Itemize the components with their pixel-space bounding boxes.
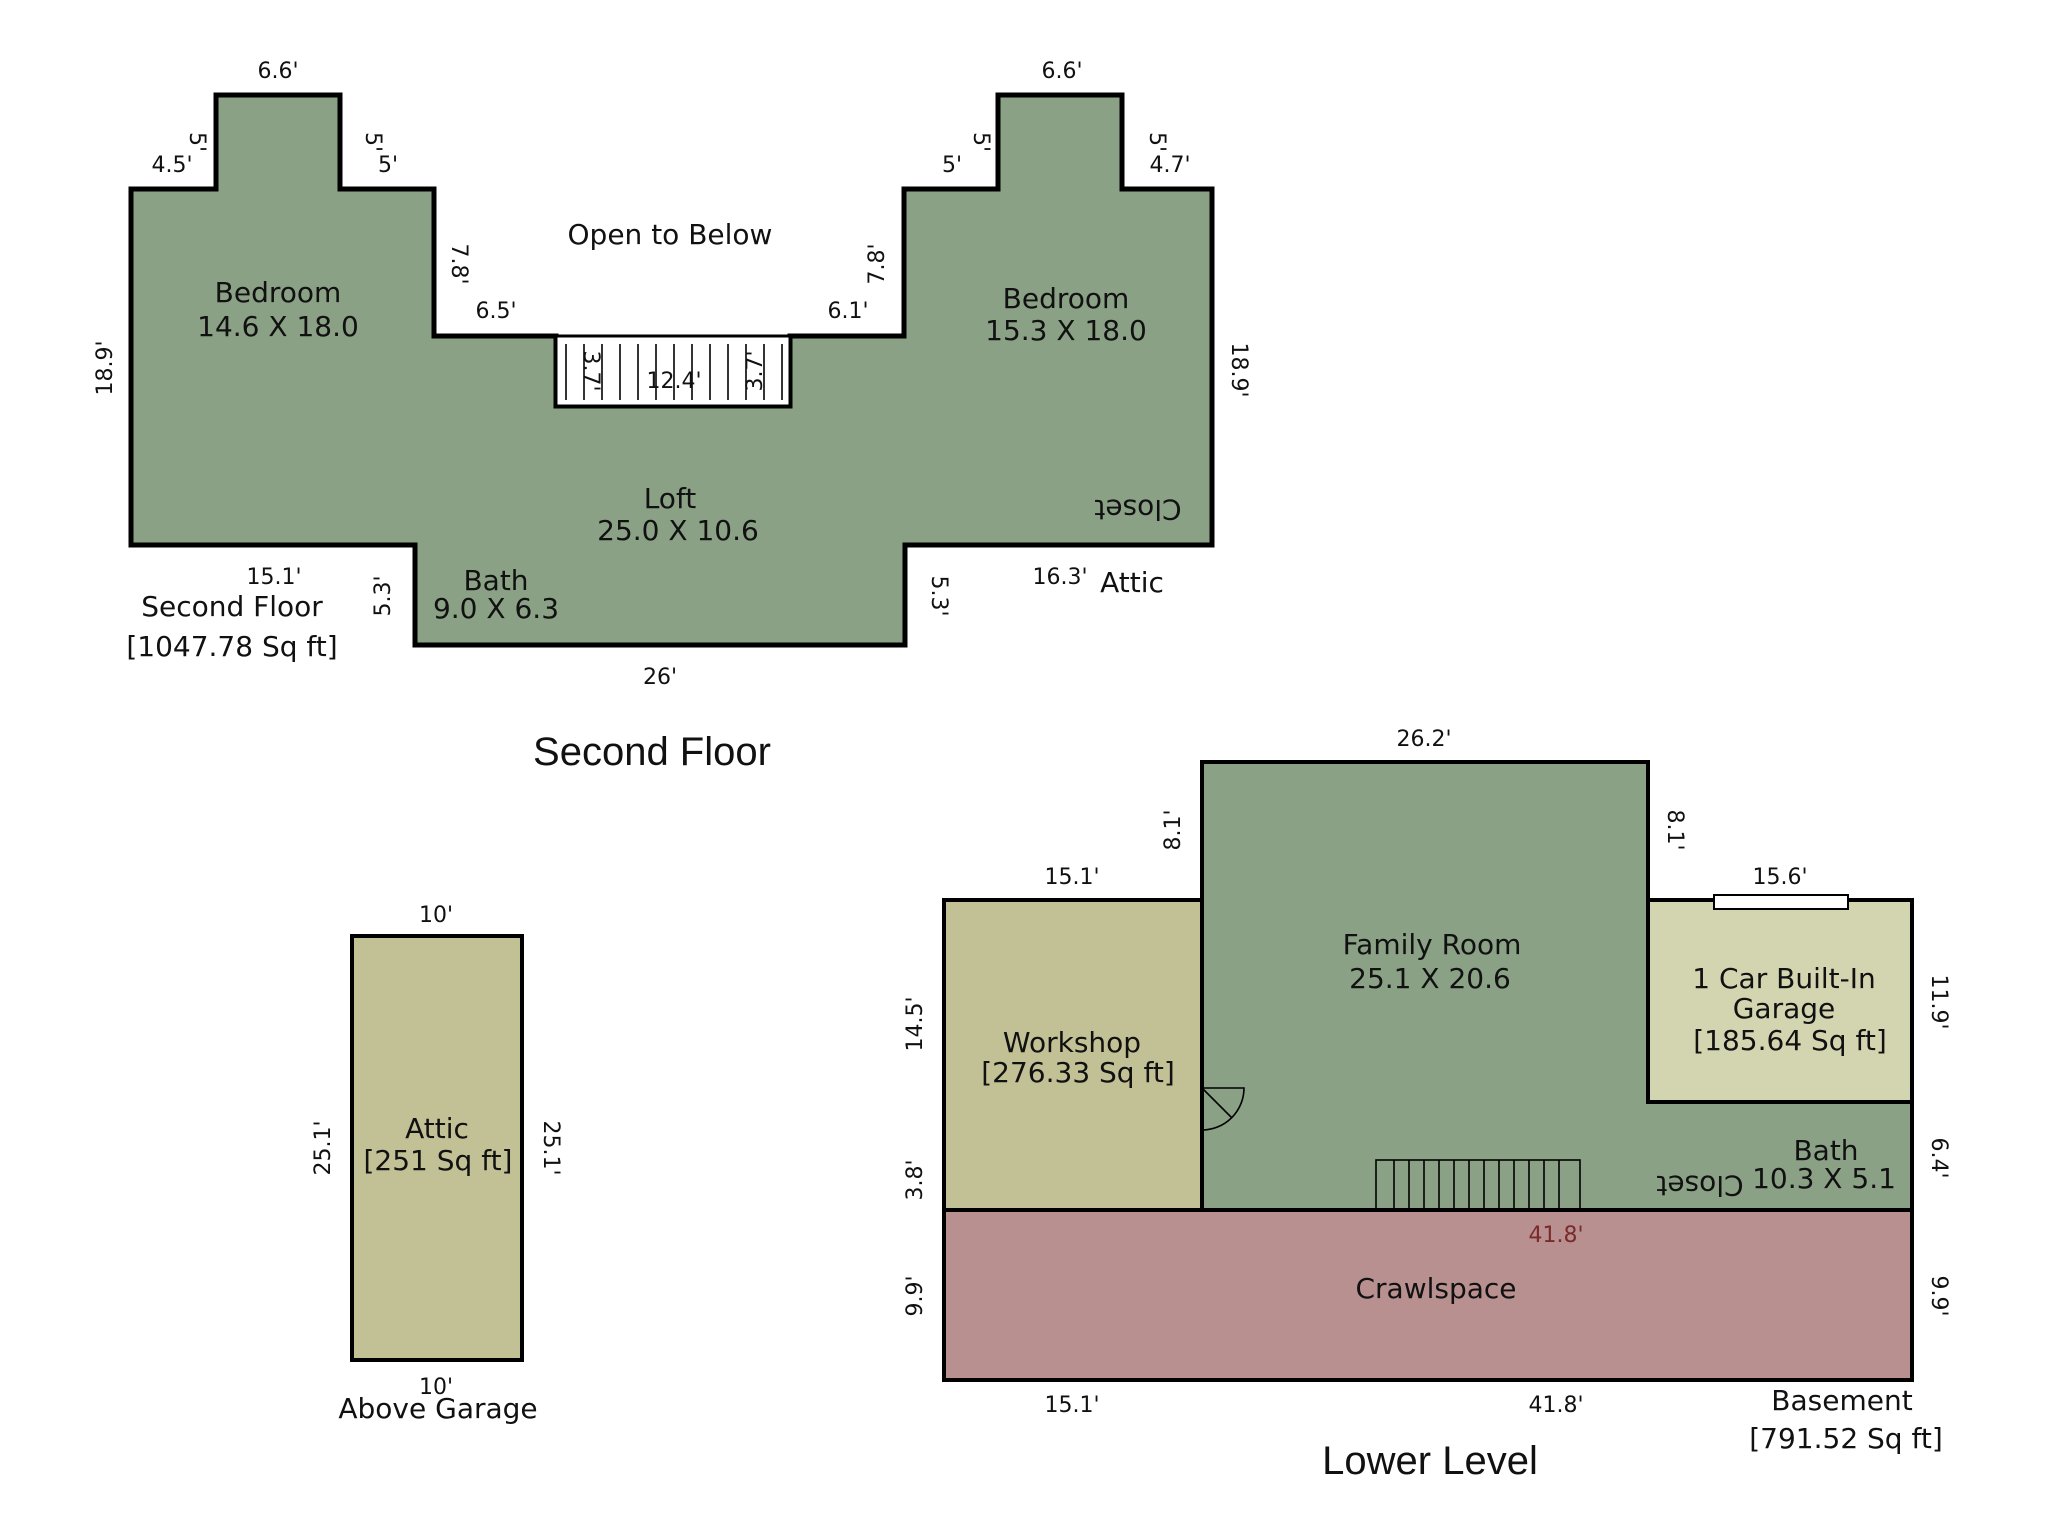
- dim-top-left-bump: 6.6': [257, 59, 298, 84]
- bath-name: Bath: [463, 564, 528, 597]
- bedroom-right-name: Bedroom: [1003, 282, 1130, 315]
- bedroom-right-size: 15.3 X 18.0: [985, 314, 1147, 347]
- second-floor-caption-name: Second Floor: [141, 590, 323, 623]
- dim-left-step: 4.5': [151, 153, 192, 178]
- second-floor-outline: [128, 92, 1215, 648]
- dim-attic-left: 25.1': [311, 1120, 336, 1175]
- second-floor-plan: Open to Below Bedroom 14.6 X 18.0 Bedroo…: [93, 59, 1251, 774]
- dim-right-height: 18.9': [1226, 342, 1251, 397]
- dim-attic-bottom: 10': [419, 1375, 453, 1400]
- dim-crawl-right: 9.9': [1926, 1275, 1951, 1316]
- dim-stair-right: 3.7': [743, 350, 768, 391]
- bedroom-left-name: Bedroom: [215, 276, 342, 309]
- open-to-below-label: Open to Below: [568, 218, 773, 251]
- dim-attic-right: 25.1': [538, 1120, 563, 1175]
- garage-name-line1: 1 Car Built-In: [1692, 962, 1875, 995]
- bedroom-left-size: 14.6 X 18.0: [197, 310, 359, 343]
- dim-workshop-top: 15.1': [1044, 865, 1099, 890]
- garage-room: [1646, 898, 1914, 1104]
- dim-right-inner-v: 5': [968, 132, 993, 152]
- attic-name: Attic: [405, 1112, 469, 1145]
- garage-name-line2: Garage: [1733, 992, 1836, 1025]
- dim-right-step: 4.7': [1149, 153, 1190, 178]
- dim-top-right-bump: 6.6': [1041, 59, 1082, 84]
- crawlspace-label: Crawlspace: [1355, 1272, 1516, 1305]
- basement-caption-area: [791.52 Sq ft]: [1749, 1422, 1943, 1455]
- dim-right-notch-h: 6.1': [827, 299, 868, 324]
- loft-name: Loft: [644, 482, 697, 515]
- basement-stair-treads: [1393, 1160, 1560, 1210]
- second-floor-caption-area: [1047.78 Sq ft]: [126, 630, 337, 663]
- basement-stair-frame: [1375, 1159, 1581, 1211]
- above-garage-plan: Attic [251 Sq ft] 10' 10' 25.1' 25.1' Ab…: [311, 903, 563, 1425]
- dim-left-notch-h: 6.5': [475, 299, 516, 324]
- dim-stair-left: 3.7': [578, 350, 603, 391]
- attic-area: [251 Sq ft]: [364, 1144, 513, 1177]
- dim-right-step-v: 5': [1144, 132, 1169, 152]
- dim-bath-right: 5.3': [926, 575, 951, 616]
- family-room-name: Family Room: [1343, 928, 1522, 961]
- lower-level-plan: Family Room 25.1 X 20.6 Workshop [276.33…: [903, 727, 1951, 1483]
- dim-right-inner-h: 5': [942, 153, 962, 178]
- dim-family-left-v: 8.1': [1161, 809, 1186, 850]
- dim-crawl-left: 9.9': [903, 1275, 928, 1316]
- crawlspace-room: [942, 1208, 1914, 1382]
- dim-bath-h: 6.4': [1926, 1137, 1951, 1178]
- family-room-size: 25.1 X 20.6: [1349, 962, 1511, 995]
- dim-workshop-h: 14.5': [903, 996, 928, 1051]
- dim-stair-width: 12.4': [646, 369, 701, 394]
- dim-right-notch-v: 7.8': [865, 243, 890, 284]
- dim-left-notch-v: 7.8': [446, 243, 471, 284]
- garage-door: [1713, 894, 1849, 910]
- lower-closet-label: Closet: [1656, 1169, 1743, 1202]
- workshop-area: [276.33 Sq ft]: [981, 1056, 1175, 1089]
- door-swing: [1201, 1087, 1245, 1131]
- lower-bath-size: 10.3 X 5.1: [1752, 1162, 1896, 1195]
- attic-room: [350, 934, 524, 1362]
- dim-bottom-left: 15.1': [1044, 1393, 1099, 1418]
- dim-bottom-right: 41.8': [1528, 1393, 1583, 1418]
- dim-garage-top: 15.6': [1752, 865, 1807, 890]
- dim-left-step-v: 5': [184, 132, 209, 152]
- dim-attic-top: 10': [419, 903, 453, 928]
- dim-family-top: 26.2': [1396, 727, 1451, 752]
- dim-left-inner-h: 5': [378, 153, 398, 178]
- dim-workshop-low: 3.8': [903, 1159, 928, 1200]
- dim-bottom: 26': [643, 665, 677, 690]
- dim-left-height: 18.9': [93, 340, 118, 395]
- dim-family-right-v: 8.1': [1662, 809, 1687, 850]
- dim-bottom-right: 16.3': [1032, 565, 1087, 590]
- workshop-name: Workshop: [1003, 1026, 1141, 1059]
- stair-opening: [554, 334, 792, 408]
- garage-area: [185.64 Sq ft]: [1693, 1024, 1887, 1057]
- above-garage-caption: Above Garage: [338, 1392, 537, 1425]
- dim-inner-len: 41.8': [1528, 1223, 1583, 1248]
- basement-caption-name: Basement: [1771, 1384, 1912, 1417]
- dim-left-inner-v: 5': [360, 132, 385, 152]
- dim-garage-h: 11.9': [1926, 974, 1951, 1029]
- lower-bath-name: Bath: [1793, 1134, 1858, 1167]
- closet-label: Closet: [1094, 493, 1181, 526]
- second-floor-title: Second Floor: [533, 730, 771, 774]
- dim-bottom-left: 15.1': [246, 565, 301, 590]
- bath-size: 9.0 X 6.3: [433, 592, 559, 625]
- dim-bath-left: 5.3': [371, 575, 396, 616]
- lower-level-title: Lower Level: [1322, 1439, 1538, 1483]
- stair-treads: [565, 344, 783, 400]
- door-leaf: [1201, 1087, 1233, 1119]
- loft-size: 25.0 X 10.6: [597, 514, 759, 547]
- attic-label: Attic: [1100, 566, 1164, 599]
